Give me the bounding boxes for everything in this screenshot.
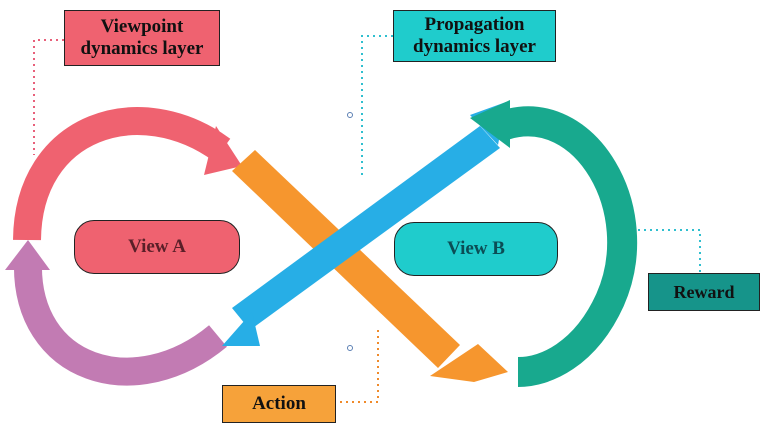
marker-ring — [347, 345, 353, 351]
view-a-node: View A — [74, 220, 240, 274]
pink-arrow-head — [204, 126, 242, 175]
purple-arrow — [13, 261, 227, 386]
blue-arrow-head — [222, 312, 260, 346]
green-arrow-head — [470, 100, 510, 148]
viewpoint-leader-line — [33, 39, 64, 155]
marker-ring — [347, 112, 353, 118]
action-label: Action — [222, 385, 336, 423]
propagation-leader-line — [361, 35, 393, 178]
orange-arrow-head — [430, 344, 508, 382]
propagation-dynamics-layer-label: Propagation dynamics layer — [393, 10, 556, 62]
action-leader-line — [336, 330, 379, 403]
viewpoint-dynamics-layer-label: Viewpoint dynamics layer — [64, 10, 220, 66]
pink-arrow — [13, 107, 231, 241]
reward-leader-line — [632, 229, 701, 273]
view-b-node: View B — [394, 222, 558, 276]
reward-label: Reward — [648, 273, 760, 311]
blue-diagonal-band — [232, 126, 500, 330]
green-arrow — [500, 106, 638, 387]
purple-arrow-head — [5, 240, 50, 270]
